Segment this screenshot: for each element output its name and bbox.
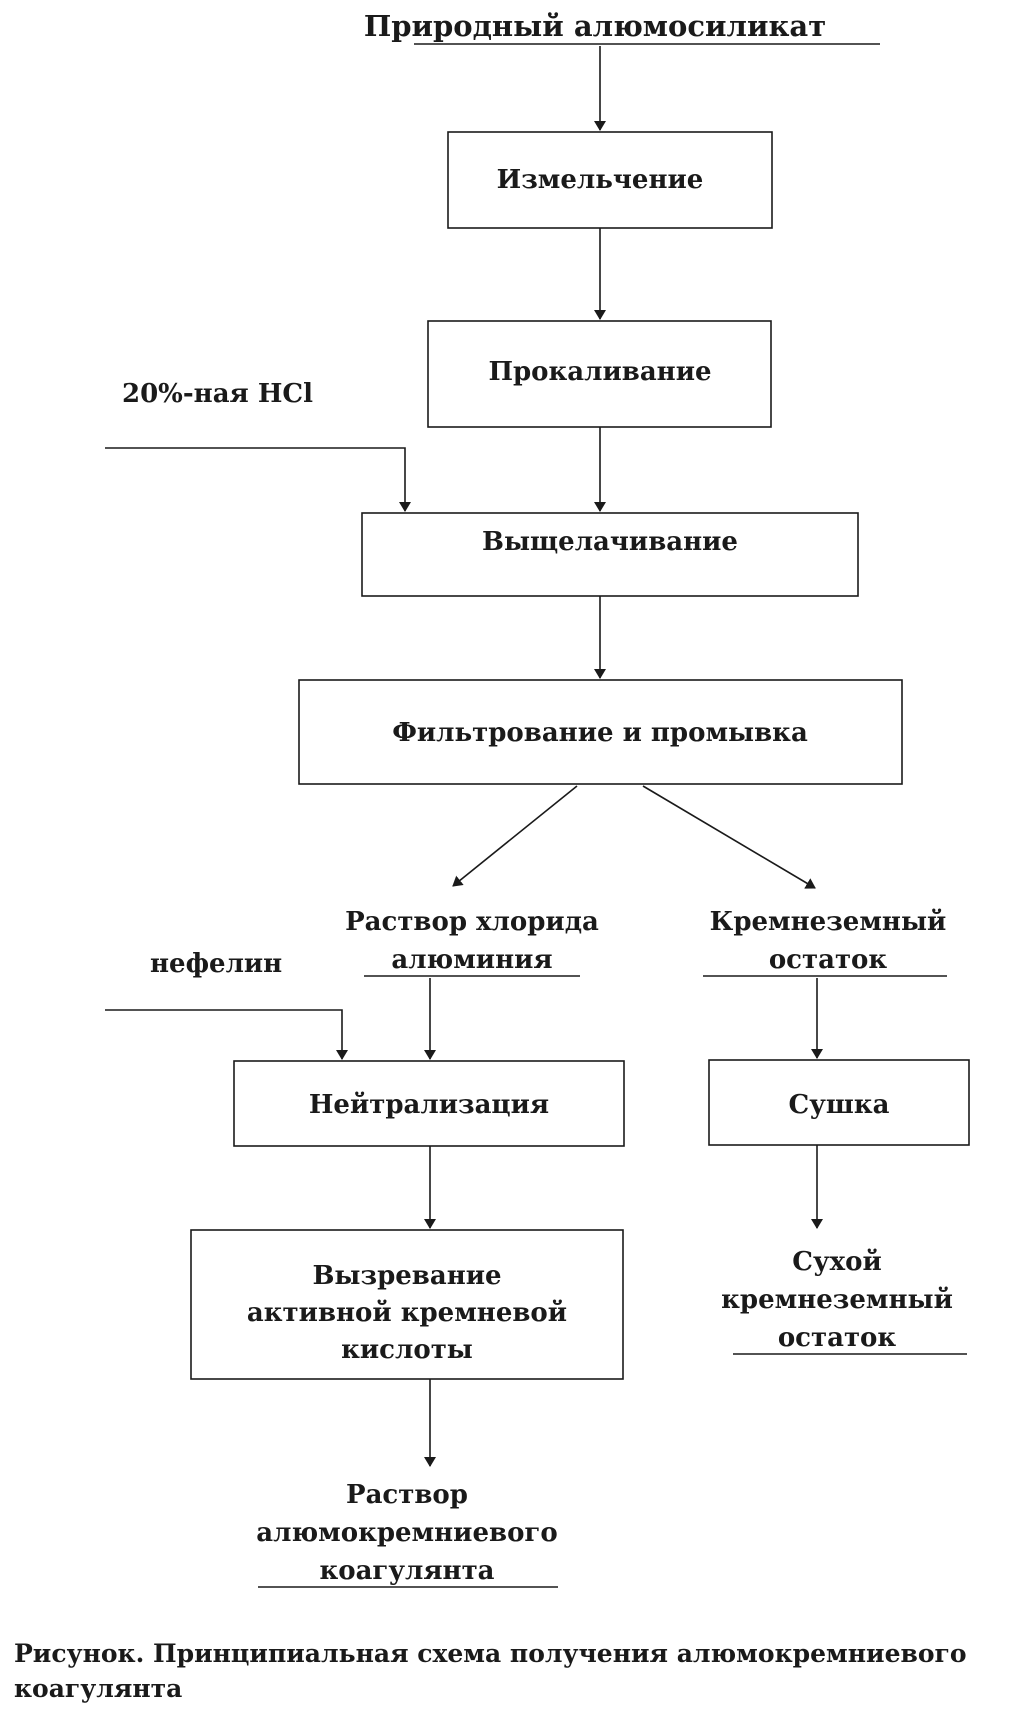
arrow-filtration-to-alcl-solution <box>452 785 578 887</box>
dry-residue-label-line3: остаток <box>778 1323 897 1353</box>
filtration-label: Фильтрование и промывка <box>392 718 808 748</box>
figure-caption-line2: коагулянта <box>14 1674 182 1703</box>
maturation-label-line1: Вызревание <box>312 1261 501 1291</box>
maturation-box <box>190 1229 624 1380</box>
alcl-solution-label-line2: алюминия <box>391 945 552 975</box>
arrow-filtration-to-silica-residue <box>642 785 816 889</box>
alcl-solution-label-line1: Раствор хлорида <box>345 907 599 937</box>
figure-caption-line1: Рисунок. Принципиальная схема получения … <box>14 1639 967 1668</box>
nepheline-input-label: нефелин <box>150 949 282 979</box>
silica-residue-label-line2: остаток <box>769 945 888 975</box>
calcination-box <box>427 320 772 428</box>
dry-residue-label-line1: Сухой <box>792 1247 881 1277</box>
leaching-label: Выщелачивание <box>482 527 738 557</box>
arrow-nepheline-to-neutralization <box>105 1009 348 1060</box>
filtration-box <box>298 679 903 785</box>
arrow-acid-to-leaching <box>105 447 411 512</box>
grinding-label: Измельчение <box>497 165 704 195</box>
silica-residue-label-line1: Кремнеземный <box>710 907 947 937</box>
dry-residue-label-line2: кремнеземный <box>721 1285 953 1315</box>
calcination-label: Прокаливание <box>488 357 711 387</box>
leaching-box <box>361 512 859 597</box>
drying-box <box>708 1059 970 1146</box>
neutralization-label: Нейтрализация <box>309 1090 549 1120</box>
coagulant-label-line3: коагулянта <box>319 1556 494 1586</box>
maturation-label-line3: кислоты <box>341 1335 473 1365</box>
neutralization-box <box>233 1060 625 1147</box>
coagulant-label-line2: алюмокремниевого <box>256 1518 557 1548</box>
drying-label: Сушка <box>789 1090 890 1120</box>
maturation-label-line2: активной кремневой <box>247 1298 567 1328</box>
grinding-box <box>447 131 773 229</box>
acid-input-label: 20%-ная HCl <box>122 379 313 409</box>
source-material-label: Природный алюмосиликат <box>364 9 826 43</box>
coagulant-label-line1: Раствор <box>346 1480 468 1510</box>
